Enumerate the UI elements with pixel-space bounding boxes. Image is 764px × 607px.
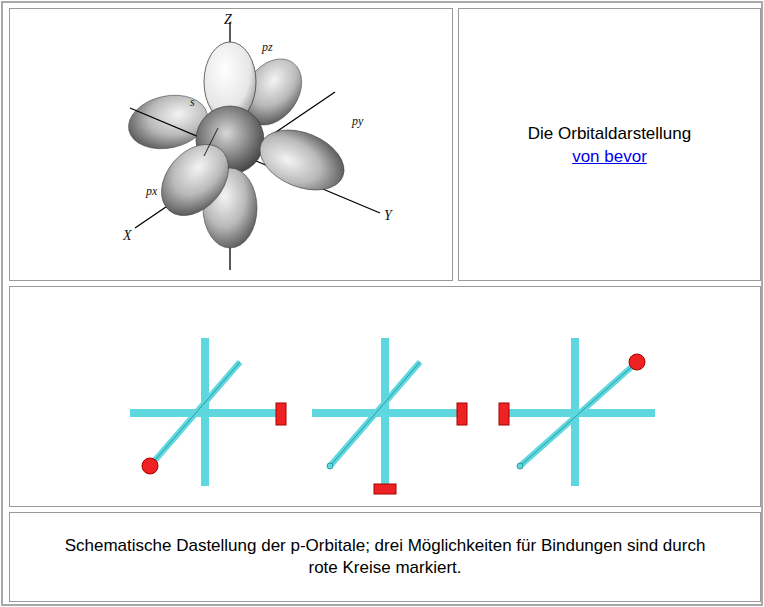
bond-circle: [142, 458, 158, 474]
text-cell: Die Orbitaldarstellungvon bevor: [458, 8, 761, 281]
caption-text: Schematische Dastellung der p-Orbitale; …: [50, 535, 720, 579]
link-text: von bevor: [572, 145, 647, 168]
orbital-end: [374, 484, 396, 494]
orbital-end: [457, 403, 467, 425]
py-lobe: [251, 118, 353, 201]
orbital-end: [276, 403, 286, 425]
cross-1: [130, 338, 286, 486]
orbital-end: [499, 403, 509, 425]
orbital-label: py: [352, 114, 363, 129]
orbital-label: px: [146, 184, 157, 199]
axis-label: Y: [384, 208, 392, 224]
caption-cell: Schematische Dastellung der p-Orbitale; …: [9, 512, 761, 602]
orbital-label: s: [190, 95, 195, 110]
bond-circle: [629, 354, 645, 370]
axis-label: Z: [224, 12, 232, 28]
cell-text: Die Orbitaldarstellung: [528, 122, 691, 145]
cross-2: [312, 338, 467, 494]
px-lobe: [148, 131, 242, 228]
orbital-label: pz: [262, 40, 273, 55]
leader-line: [204, 128, 218, 156]
axis-label: X: [123, 228, 132, 244]
cross-3: [499, 338, 655, 486]
